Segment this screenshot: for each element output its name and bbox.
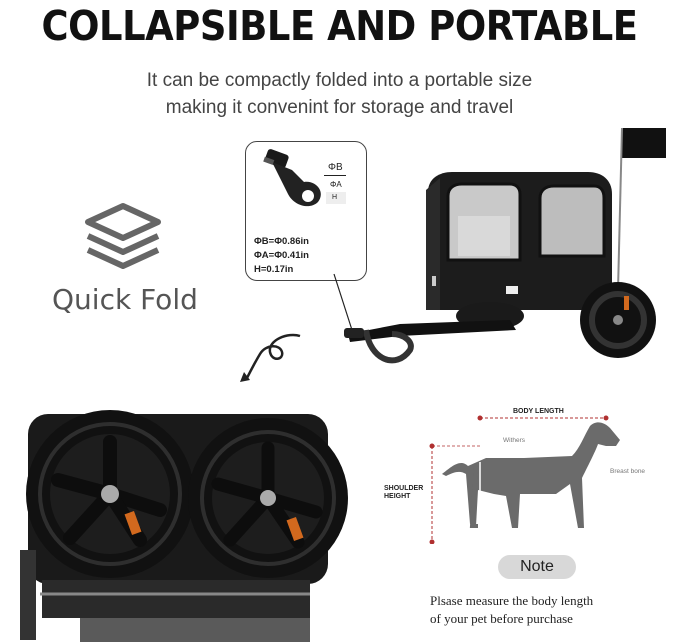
h-value: H=0.17in	[254, 264, 294, 275]
subtitle-line-2: making it convenint for storage and trav…	[165, 97, 514, 118]
divider	[324, 175, 346, 176]
subtitle-line-1: It can be compactly folded into a portab…	[146, 70, 533, 91]
phi-a-value: ΦA=Φ0.41in	[254, 250, 309, 261]
pet-trailer-image	[344, 127, 666, 364]
wheel-left	[26, 410, 194, 578]
pointer-line	[333, 273, 353, 331]
note-line-1: Plsase measure the body length	[430, 593, 594, 608]
phi-a-label: ΦA	[330, 180, 342, 189]
body-length-label: BODY LENGTH	[513, 408, 564, 415]
note-line-2: of your pet before purchase	[430, 611, 573, 626]
hitch-coupler-image	[263, 149, 321, 207]
hitch-spec-box: ΦB ΦA H ΦB=Φ0.86in ΦA=Φ0.41in H=0.17in	[245, 141, 367, 281]
h-label: H	[332, 194, 338, 201]
quick-fold-label: Quick Fold	[52, 283, 198, 316]
layers-icon	[85, 203, 161, 269]
phi-b-label: ΦB	[328, 162, 343, 173]
breast-bone-label: Breast bone	[610, 468, 646, 475]
curved-arrow-icon	[240, 333, 301, 382]
dog-silhouette	[442, 422, 620, 528]
hitch-plate-swatch	[326, 192, 346, 204]
shoulder-height-label-1: SHOULDER	[384, 485, 424, 492]
withers-label: Withers	[503, 437, 526, 444]
note-badge: Note	[498, 555, 576, 579]
shoulder-height-label-2: HEIGHT	[384, 493, 411, 500]
headline: COLLAPSIBLE AND PORTABLE	[41, 2, 638, 50]
phi-b-value: ΦB=Φ0.86in	[254, 236, 309, 247]
wheel-right	[188, 418, 348, 578]
dog-measurement-diagram	[429, 415, 620, 544]
flag-icon	[622, 128, 666, 158]
folded-trailer-image	[20, 410, 348, 642]
